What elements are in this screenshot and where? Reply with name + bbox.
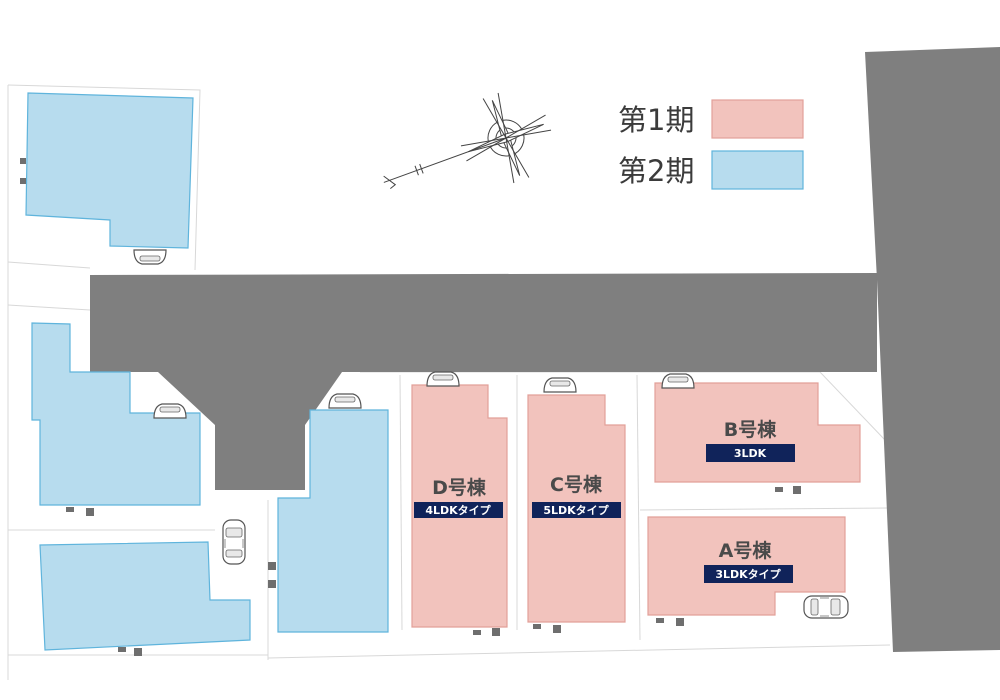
building-b-type: 3LDK [734, 447, 767, 460]
building-a-type: 3LDKタイプ [715, 567, 781, 581]
building-b-type-badge [706, 444, 795, 462]
utility-marks [20, 158, 801, 656]
legend: 第1期 第2期 [618, 99, 804, 190]
phase2-building-1 [25, 92, 194, 249]
building-a-type-badge [704, 565, 793, 583]
side-road [865, 47, 1000, 652]
phase2-building-2 [31, 322, 201, 506]
building-a-name: A号棟 [719, 539, 773, 562]
legend-phase2-swatch [711, 150, 804, 190]
phase2-building-3 [39, 541, 251, 651]
building-b-name: B号棟 [724, 418, 777, 441]
legend-phase1-label: 第1期 [618, 103, 694, 137]
building-c-name: C号棟 [550, 473, 603, 496]
building-d-name: D号棟 [432, 476, 487, 499]
phase2-buildings [25, 92, 389, 651]
building-c-type: 5LDKタイプ [543, 503, 609, 517]
legend-phase2-label: 第2期 [618, 154, 694, 188]
road-network [90, 47, 1000, 652]
building-c-type-badge [532, 502, 621, 518]
main-road [90, 273, 877, 490]
phase2-building-4 [277, 409, 389, 633]
building-d-type: 4LDKタイプ [425, 503, 491, 517]
legend-phase1-swatch [711, 99, 804, 139]
building-d-type-badge [414, 502, 503, 518]
compass-rose-icon [383, 92, 552, 190]
